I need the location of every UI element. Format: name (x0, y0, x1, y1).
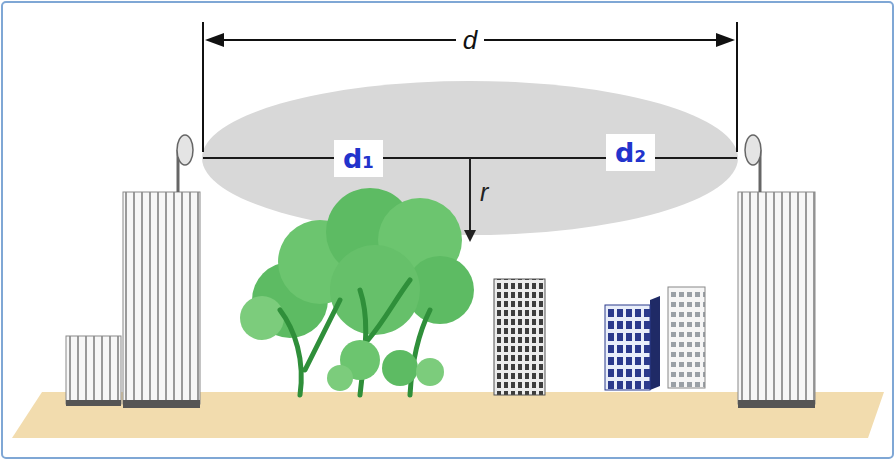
radius-label: r (478, 178, 490, 207)
bush (327, 365, 353, 391)
segment-label: d₁ (334, 140, 383, 177)
segment-label: d₂ (606, 134, 655, 171)
bush (382, 350, 418, 386)
tower-base (123, 400, 200, 408)
foliage (330, 245, 420, 335)
dish-antenna (177, 135, 193, 165)
dimension-label: d (456, 25, 484, 56)
buildings (494, 279, 705, 395)
building-side (650, 296, 660, 390)
fresnel-zone (202, 81, 738, 235)
arrowhead (205, 33, 224, 47)
radius-line (469, 158, 471, 232)
right-tower (738, 135, 815, 408)
left-tower (66, 135, 200, 408)
bush (416, 358, 444, 386)
tower-base (738, 400, 815, 408)
trees (240, 188, 474, 395)
arrowhead (464, 230, 476, 242)
extension-line (202, 22, 204, 152)
tower-body (123, 192, 200, 404)
tree-trunks (280, 280, 430, 395)
dimension-d (203, 22, 737, 152)
foliage (240, 296, 284, 340)
white-building (668, 287, 705, 388)
radius-arrow (464, 158, 476, 242)
blue-building (605, 305, 650, 390)
office-building (494, 279, 545, 395)
extension-line (736, 22, 738, 152)
arrowhead (716, 33, 735, 47)
shelter-base (66, 400, 121, 406)
dish-antenna (745, 135, 761, 165)
tower-body (738, 192, 815, 404)
equipment-shelter (66, 336, 121, 404)
